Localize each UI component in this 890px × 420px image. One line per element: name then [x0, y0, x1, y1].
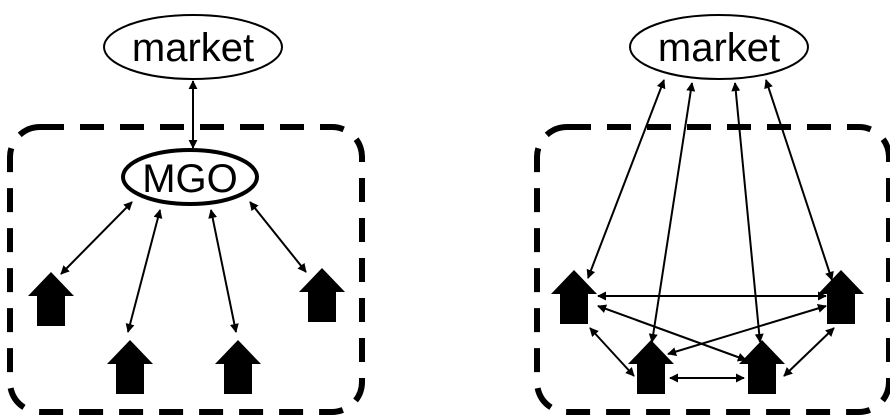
market-house-arrow-4 [764, 79, 834, 281]
house-icon [551, 270, 597, 324]
mgo-house-arrow-4 [249, 201, 307, 273]
house-icon [107, 340, 153, 394]
right-panel: market [534, 14, 890, 415]
peer-arrow-right-vertical [783, 327, 835, 377]
mgo-label: MGO [142, 157, 238, 201]
left-market-label: market [132, 26, 254, 70]
mgo-house-arrow-3 [208, 209, 239, 333]
peer-arrow-left-vertical [589, 327, 635, 377]
mgo-ellipse [121, 148, 259, 206]
right-market-node: market [629, 14, 809, 80]
peer-arrow-diagonal-2 [667, 304, 827, 356]
house-icon [28, 272, 74, 326]
mgo-node: MGO [121, 148, 259, 206]
right-market-ellipse [629, 14, 809, 80]
house-icon [628, 340, 674, 394]
left-panel: market MGO [7, 14, 365, 415]
market-house-arrow-3 [731, 82, 764, 343]
house-icon [299, 268, 345, 322]
mgo-house-arrow-2 [125, 209, 163, 333]
left-grid-boundary [7, 124, 365, 415]
house-icon [215, 340, 261, 394]
market-house-arrow-1 [586, 79, 666, 279]
left-market-ellipse [103, 14, 283, 80]
house-icon [739, 340, 785, 394]
mgo-house-arrow-1 [60, 201, 133, 275]
market-house-arrow-2 [648, 82, 696, 343]
right-market-label: market [658, 26, 780, 70]
left-market-node: market [103, 14, 283, 80]
right-grid-boundary [534, 124, 890, 415]
